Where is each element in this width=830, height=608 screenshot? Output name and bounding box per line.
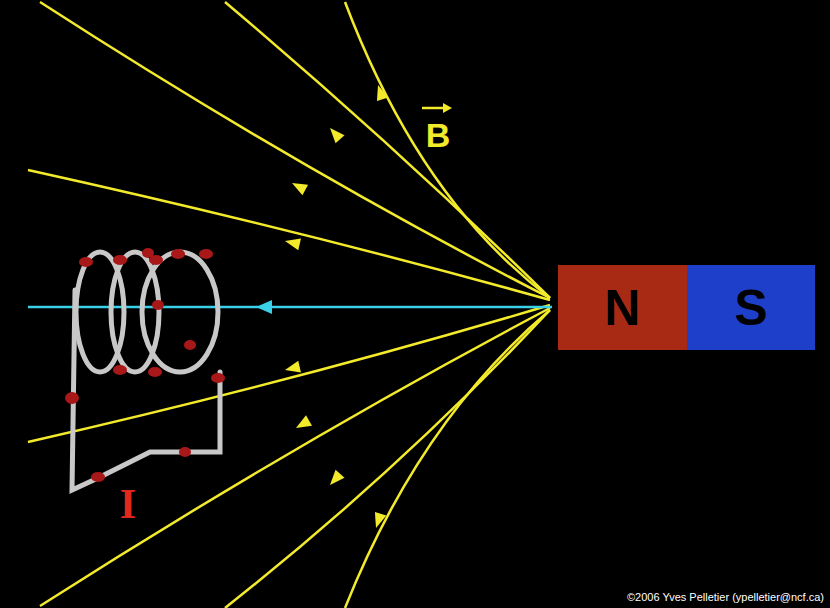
field-line <box>40 2 550 298</box>
arrowhead <box>370 512 386 530</box>
current-label: I <box>120 483 136 525</box>
arrowhead <box>289 178 308 196</box>
pole-letter: S <box>734 283 767 333</box>
copyright-note: ©2006 Yves Pelletier (ypelletier@ncf.ca) <box>627 592 824 603</box>
arrowhead <box>284 361 301 376</box>
arrowhead <box>326 470 345 489</box>
field-line <box>225 310 550 608</box>
vector-arrow <box>422 103 452 113</box>
coil-lead <box>72 290 220 490</box>
arrowhead <box>293 415 312 433</box>
arrowhead <box>326 124 345 143</box>
field-line <box>28 170 550 300</box>
vector-label: B <box>426 118 451 152</box>
coil-loop <box>142 252 218 372</box>
coil <box>72 252 220 490</box>
arrowhead <box>284 235 301 250</box>
north-pole: N <box>558 265 687 350</box>
field-line <box>345 310 550 608</box>
arrowhead <box>372 83 388 101</box>
field-lines <box>28 2 550 608</box>
axis-line <box>28 306 552 309</box>
pole-letter: N <box>604 283 640 333</box>
field-line <box>225 2 550 298</box>
field-arrows <box>284 83 389 530</box>
axis-arrowhead <box>256 300 272 314</box>
south-pole: S <box>687 265 815 350</box>
charges <box>65 248 225 482</box>
field-line <box>28 305 550 442</box>
